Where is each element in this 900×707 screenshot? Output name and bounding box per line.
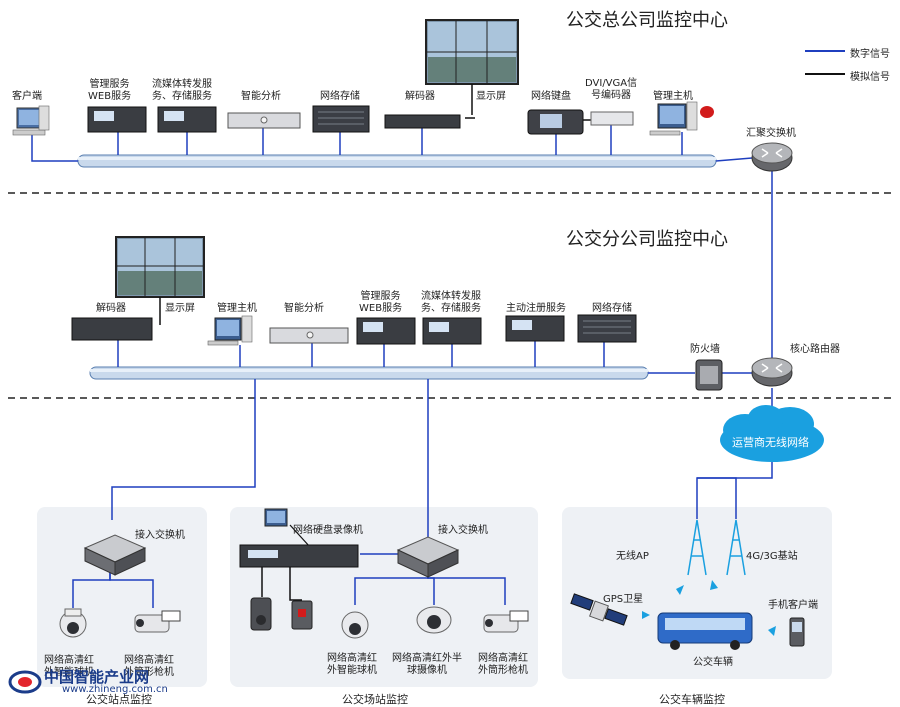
site-links bbox=[111, 379, 773, 538]
hq-analysis-icon bbox=[227, 112, 301, 129]
hq-display-icon bbox=[425, 19, 519, 85]
hq-stream-label: 流媒体转发服 务、存储服务 bbox=[152, 79, 212, 102]
vehicle-base-label: 4G/3G基站 bbox=[746, 551, 798, 562]
vehicle-bus-icon bbox=[657, 612, 753, 650]
yard-section-label: 公交场站监控 bbox=[342, 693, 408, 706]
branch-bus bbox=[89, 366, 649, 380]
watermark-logo-icon bbox=[8, 670, 42, 694]
vehicle-section-bg bbox=[562, 507, 832, 679]
vehicle-gps-label: GPS卫星 bbox=[603, 594, 644, 605]
vehicle-mobile-icon bbox=[789, 617, 805, 647]
branch-firewall-icon bbox=[695, 359, 723, 391]
legend-digital-label: 数字信号 bbox=[850, 49, 890, 60]
branch-storage-label: 网络存储 bbox=[592, 303, 632, 314]
hq-agg-switch-label: 汇聚交换机 bbox=[746, 128, 796, 139]
branch-register-label: 主动注册服务 bbox=[506, 303, 566, 314]
watermark-logo: 中国智能产业网 bbox=[44, 668, 150, 686]
branch-display-label: 显示屏 bbox=[165, 303, 195, 314]
hq-mgmt-web-icon bbox=[87, 106, 147, 133]
vehicle-gps-satellite-icon bbox=[570, 593, 628, 626]
hq-drops bbox=[31, 125, 753, 162]
stop-cam2-label: 网络高清红 外筒形枪机 bbox=[124, 655, 174, 678]
yard-nvr-label: 网络硬盘录像机 bbox=[293, 525, 363, 536]
yard-switch-label: 接入交换机 bbox=[438, 525, 488, 536]
yard-half-dome-cam-icon bbox=[416, 606, 452, 634]
hq-analysis-label: 智能分析 bbox=[241, 91, 281, 102]
hq-client-icon bbox=[12, 105, 50, 136]
branch-decoder-icon bbox=[71, 317, 153, 341]
stop-section-bg bbox=[37, 507, 207, 687]
hq-bus bbox=[77, 154, 717, 168]
legend-analog-label: 模拟信号 bbox=[850, 72, 890, 83]
hq-display-label: 显示屏 bbox=[476, 91, 506, 102]
yard-cam1-label: 网络高清红 外智能球机 bbox=[327, 653, 377, 676]
wireless-cloud-icon bbox=[720, 405, 824, 462]
stop-dome-cam-icon bbox=[59, 608, 87, 638]
branch-analysis-icon bbox=[269, 327, 349, 344]
branch-register-icon bbox=[505, 315, 565, 342]
vehicle-ap-label: 无线AP bbox=[616, 551, 649, 562]
branch-decoder-label: 解码器 bbox=[96, 303, 126, 314]
yard-alarm-icon bbox=[291, 600, 313, 630]
branch-storage-icon bbox=[577, 314, 637, 343]
branch-core-router-label: 核心路由器 bbox=[790, 344, 840, 355]
branch-drops bbox=[117, 340, 773, 418]
stop-section-label: 公交站点监控 bbox=[86, 693, 152, 706]
hq-agg-switch-icon bbox=[751, 142, 793, 172]
branch-firewall-label: 防火墙 bbox=[690, 344, 720, 355]
vehicle-section-label: 公交车辆监控 bbox=[659, 693, 725, 706]
stop-cam1-label: 网络高清红 外智能球机 bbox=[44, 655, 94, 678]
branch-mgmt-web-icon bbox=[356, 317, 416, 345]
yard-nvr-icon bbox=[239, 544, 359, 568]
stop-switch-icon bbox=[83, 534, 147, 576]
hq-storage-icon bbox=[312, 105, 370, 133]
signal-marks bbox=[642, 580, 776, 636]
branch-mgmt-web-label: 管理服务 WEB服务 bbox=[359, 291, 403, 314]
yard-switch-icon bbox=[396, 536, 460, 578]
hq-stream-icon bbox=[157, 106, 217, 133]
vehicle-ap-tower-icon bbox=[687, 519, 707, 576]
vehicle-base-tower-icon bbox=[726, 519, 746, 576]
branch-display-icon bbox=[115, 236, 205, 298]
yard-dome-cam-icon bbox=[341, 611, 369, 639]
yard-monitor-icon bbox=[264, 508, 288, 527]
branch-stream-icon bbox=[422, 317, 482, 345]
wireless-cloud-label: 运营商无线网络 bbox=[732, 436, 809, 449]
vehicle-bus-label: 公交车辆 bbox=[693, 657, 733, 668]
branch-host-icon bbox=[207, 315, 253, 346]
hq-client-label: 客户端 bbox=[12, 91, 42, 102]
branch-host-label: 管理主机 bbox=[217, 303, 257, 314]
hq-host-label: 管理主机 bbox=[653, 91, 693, 102]
hq-mgmt-web-label: 管理服务 WEB服务 bbox=[88, 79, 132, 102]
hq-host-icon bbox=[649, 101, 714, 136]
yard-cam3-label: 网络高清红 外筒形枪机 bbox=[478, 653, 528, 676]
yard-bullet-cam-icon bbox=[483, 610, 529, 633]
watermark-url: www.zhineng.com.cn bbox=[62, 684, 168, 695]
hq-storage-label: 网络存储 bbox=[320, 91, 360, 102]
hq-title: 公交总公司监控中心 bbox=[566, 10, 728, 31]
hq-keyboard-icon bbox=[527, 109, 584, 135]
hq-decoder-icon bbox=[384, 114, 461, 129]
branch-title: 公交分公司监控中心 bbox=[566, 229, 728, 250]
hq-keyboard-label: 网络键盘 bbox=[531, 91, 571, 102]
vehicle-mobile-label: 手机客户端 bbox=[768, 600, 818, 611]
hq-dvi-encoder-icon bbox=[590, 111, 634, 126]
stop-bullet-cam-icon bbox=[134, 610, 181, 633]
branch-analysis-label: 智能分析 bbox=[284, 303, 324, 314]
yard-speaker-icon bbox=[250, 597, 272, 631]
stop-switch-label: 接入交换机 bbox=[135, 530, 185, 541]
branch-stream-label: 流媒体转发服 务、存储服务 bbox=[421, 291, 481, 314]
hq-dvi-label: DVI/VGA信 号编码器 bbox=[585, 78, 638, 101]
branch-core-router-icon bbox=[751, 357, 793, 387]
yard-section-bg bbox=[230, 507, 538, 687]
hq-decoder-label: 解码器 bbox=[405, 91, 435, 102]
yard-cam2-label: 网络高清红外半 球摄像机 bbox=[392, 653, 462, 676]
